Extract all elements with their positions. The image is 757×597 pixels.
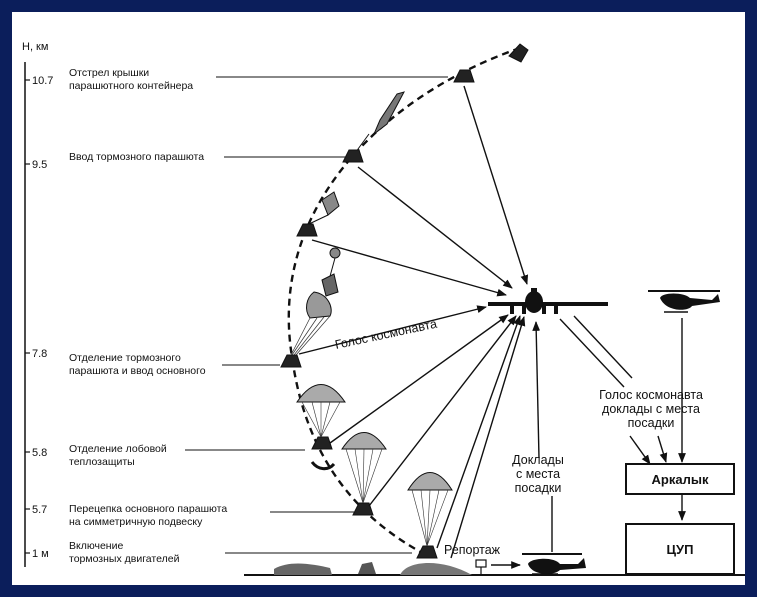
diagram-panel: H, км 10.7 9.5 7.8 5.8 5.7 1 м Отстрел к… xyxy=(12,12,745,585)
reportage-label: Репортаж xyxy=(444,543,501,557)
stage-label: парашюта и ввод основного xyxy=(69,365,206,377)
pilot-chute-icon xyxy=(329,247,341,259)
svg-text:с места: с места xyxy=(516,467,560,481)
capsule-icon xyxy=(280,354,302,368)
axis-label: H, км xyxy=(22,41,48,53)
parachute-icon xyxy=(407,472,453,547)
stage-label: Отделение лобовой xyxy=(69,443,167,455)
capsule-icon xyxy=(352,502,374,516)
site-reports-label: Доклады с места посадки xyxy=(512,453,564,495)
landing-dust xyxy=(400,562,472,575)
transmitter-icon xyxy=(475,559,487,568)
svg-text:доклады с места: доклады с места xyxy=(602,402,700,416)
svg-text:Голос космонавта: Голос космонавта xyxy=(599,388,703,402)
capsule-icon xyxy=(508,43,529,63)
capsule-icon xyxy=(296,223,318,237)
stage-label: тормозных двигателей xyxy=(69,553,180,565)
stage-label: Отделение тормозного xyxy=(69,352,181,364)
tick-label: 5.7 xyxy=(32,504,47,516)
voice-reports-label: Голос космонавта доклады с места посадки xyxy=(599,388,703,430)
parachute-icon xyxy=(341,432,387,504)
stage-label: Перецепка основного парашюта xyxy=(69,503,227,515)
helicopter-icon xyxy=(648,290,720,313)
open-parachutes xyxy=(296,384,453,547)
tick-label: 1 м xyxy=(32,548,49,560)
svg-text:посадки: посадки xyxy=(515,481,562,495)
capsules xyxy=(280,43,529,559)
stage-label: Включение xyxy=(69,540,123,552)
tick-label: 7.8 xyxy=(32,348,47,360)
leader-lines xyxy=(185,76,448,554)
stage-label: парашютного контейнера xyxy=(69,80,193,92)
stage-label: Отстрел крышки xyxy=(69,67,149,79)
cosmonaut-voice-label: Голос космонавта xyxy=(334,317,439,352)
terrain xyxy=(274,563,332,575)
signal-arrows xyxy=(298,85,686,569)
stage-label: Ввод тормозного парашюта xyxy=(69,151,204,163)
tick-label: 9.5 xyxy=(32,159,47,171)
descent-diagram: H, км 10.7 9.5 7.8 5.8 5.7 1 м Отстрел к… xyxy=(22,41,745,576)
altitude-ticks: 10.7 9.5 7.8 5.8 5.7 1 м xyxy=(25,75,53,560)
airplane-icon xyxy=(488,288,608,314)
stage-label: теплозащиты xyxy=(69,456,135,468)
svg-text:посадки: посадки xyxy=(628,416,675,430)
stage-labels: Отстрел крышки парашютного контейнера Вв… xyxy=(69,67,227,565)
capsule-icon xyxy=(416,545,438,559)
descent-trajectory xyxy=(287,46,521,559)
tick-label: 10.7 xyxy=(32,75,53,87)
jettisoned-shield xyxy=(358,562,376,574)
heat-shield-icon xyxy=(310,461,336,471)
svg-text:Доклады: Доклады xyxy=(512,453,564,467)
stage-label: на симметричную подвеску xyxy=(69,516,203,528)
main-parachute-deploying xyxy=(290,291,332,356)
drogue-chute-icon xyxy=(321,273,339,297)
ground-helicopter-icon xyxy=(522,553,586,575)
capsule-icon xyxy=(342,149,364,163)
drogue-chute-icon xyxy=(321,191,340,216)
capsule-icon xyxy=(453,69,475,83)
tsup-box xyxy=(625,523,735,575)
tsup-label: ЦУП xyxy=(667,542,694,557)
arkalyk-label: Аркалык xyxy=(652,472,709,487)
arkalyk-box xyxy=(625,463,735,495)
tick-label: 5.8 xyxy=(32,447,47,459)
capsule-icon xyxy=(311,436,333,450)
drogue-chute-icon xyxy=(372,91,405,136)
drogue-parachutes xyxy=(308,91,405,297)
parachute-icon xyxy=(296,384,346,438)
